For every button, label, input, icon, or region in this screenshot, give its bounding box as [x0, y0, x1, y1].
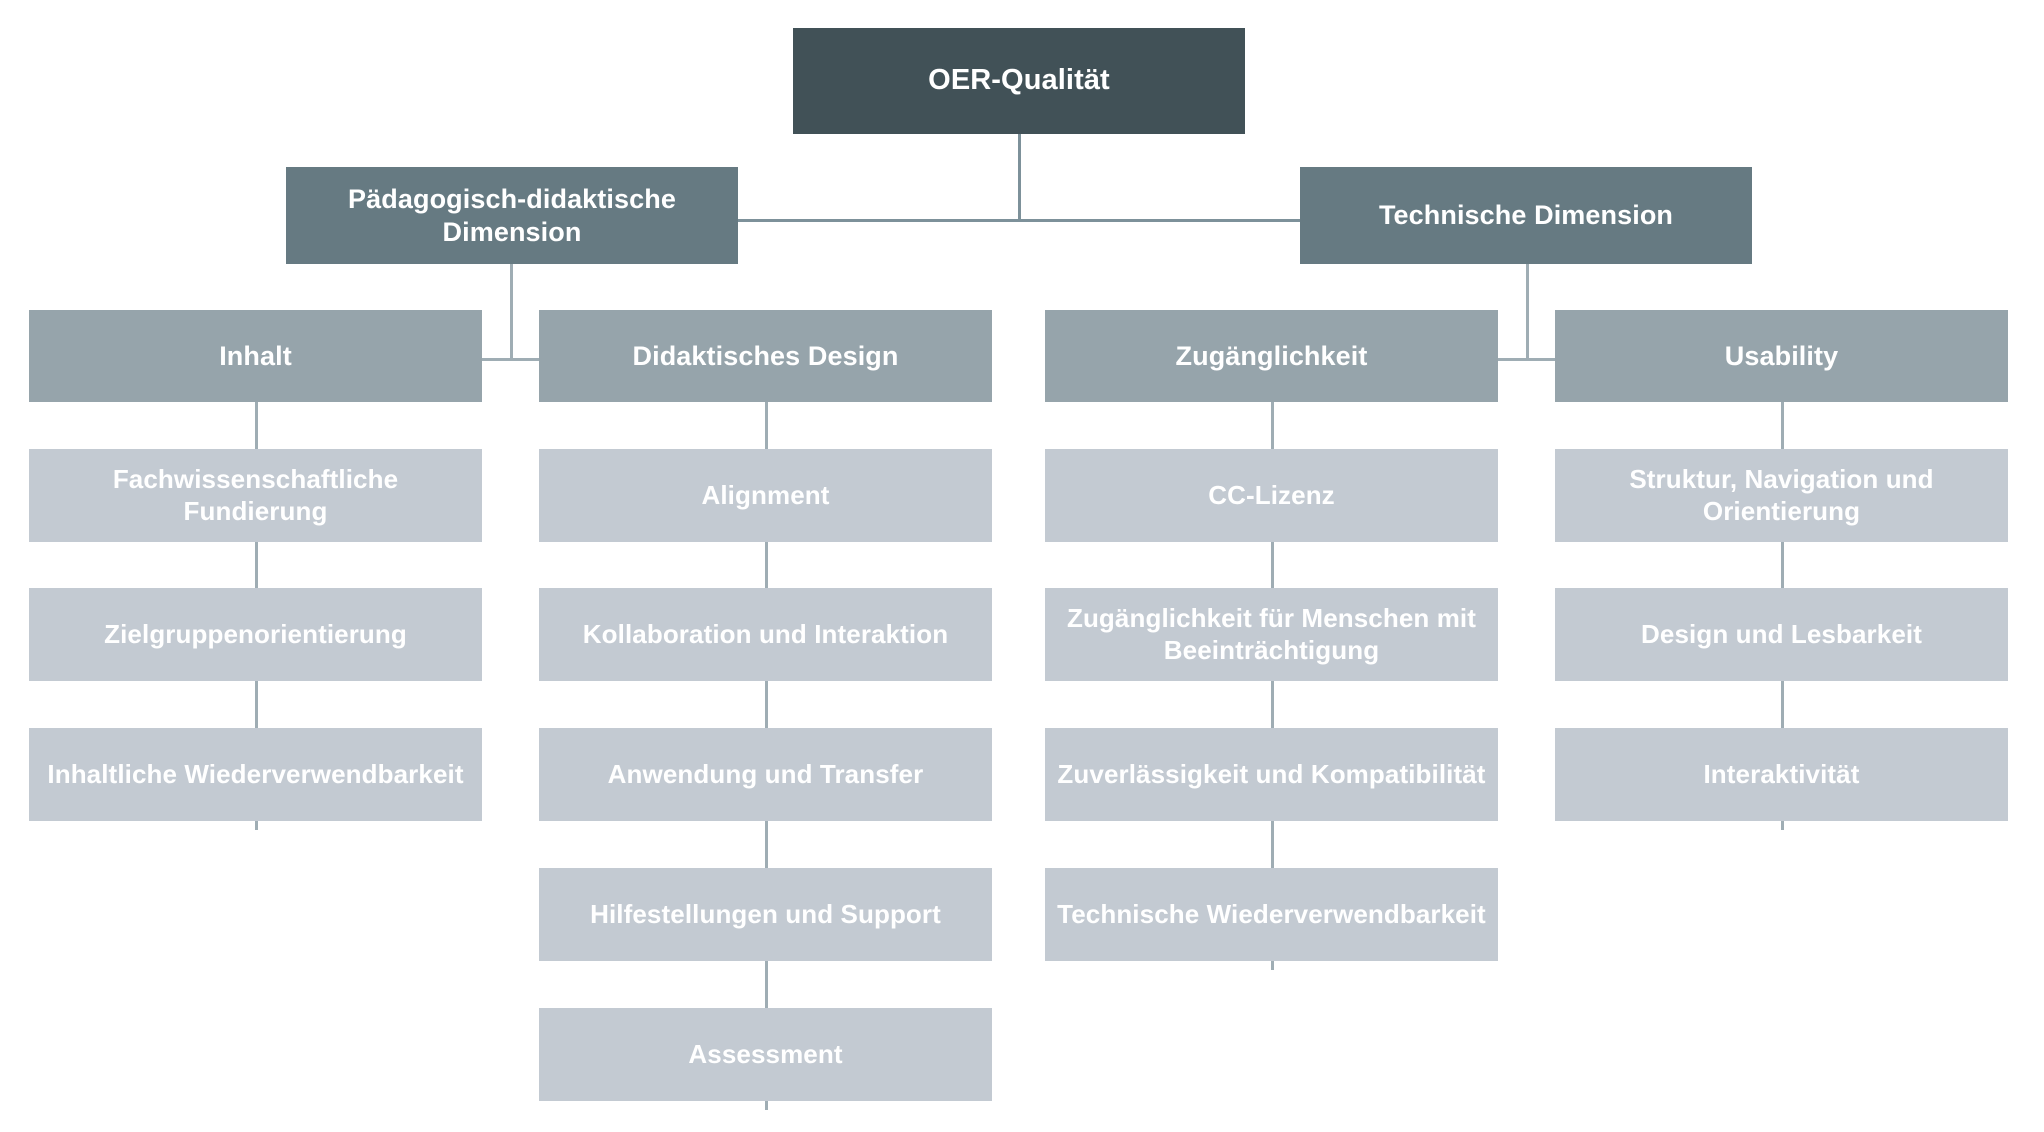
node-criterion-interaktivitaet[interactable]: Interaktivität — [1555, 728, 2008, 821]
node-criterion-fachwissenschaftliche-fundierung[interactable]: Fachwissenschaftliche Fundierung — [29, 449, 482, 542]
node-label: Design und Lesbarkeit — [1641, 618, 1922, 649]
node-root-oer-qualitaet[interactable]: OER-Qualität — [793, 28, 1245, 134]
node-criterion-struktur-navigation-und-orientierung[interactable]: Struktur, Navigation und Orientierung — [1555, 449, 2008, 542]
node-label: Inhaltliche Wiederverwendbarkeit — [47, 758, 464, 789]
node-label: Kollaboration und Interaktion — [582, 618, 949, 649]
connector-pedagogical-stem — [510, 264, 513, 360]
node-criterion-zuverlaessigkeit-und-kompatibilitaet[interactable]: Zuverlässigkeit und Kompatibilität — [1045, 728, 1498, 821]
node-criterion-alignment[interactable]: Alignment — [539, 449, 992, 542]
node-criterion-zielgruppenorientierung[interactable]: Zielgruppenorientierung — [29, 588, 482, 681]
node-label: CC-Lizenz — [1208, 479, 1335, 510]
connector-technical-children-bus — [1272, 358, 1782, 361]
node-category-zugaenglichkeit[interactable]: Zugänglichkeit — [1045, 310, 1498, 402]
node-label: Zugänglichkeit — [1175, 340, 1368, 371]
node-label: Zielgruppenorientierung — [104, 618, 407, 649]
node-criterion-zugaenglichkeit-fuer-menschen-mit-beeintraechtigung[interactable]: Zugänglichkeit für Menschen mit Beeinträ… — [1045, 588, 1498, 681]
node-criterion-technische-wiederverwendbarkeit[interactable]: Technische Wiederverwendbarkeit — [1045, 868, 1498, 961]
node-label: Pädagogisch-didaktische Dimension — [348, 183, 676, 247]
node-label: Alignment — [701, 479, 830, 510]
node-label: Zuverlässigkeit und Kompatibilität — [1057, 758, 1486, 789]
node-dimension-technisch[interactable]: Technische Dimension — [1300, 167, 1752, 264]
node-dimension-paedagogisch-didaktisch[interactable]: Pädagogisch-didaktische Dimension — [286, 167, 738, 264]
node-label: Interaktivität — [1703, 758, 1860, 789]
node-category-inhalt[interactable]: Inhalt — [29, 310, 482, 402]
node-label: Technische Dimension — [1378, 200, 1674, 231]
node-criterion-hilfestellungen-und-support[interactable]: Hilfestellungen und Support — [539, 868, 992, 961]
node-label: Didaktisches Design — [632, 340, 899, 371]
node-label: Technische Wiederverwendbarkeit — [1057, 898, 1486, 929]
node-label: Zugänglichkeit für Menschen mit Beeinträ… — [1066, 602, 1477, 665]
connector-didaktisches-design-spine — [765, 310, 768, 1110]
node-criterion-design-und-lesbarkeit[interactable]: Design und Lesbarkeit — [1555, 588, 2008, 681]
node-label: Fachwissenschaftliche Fundierung — [112, 463, 399, 526]
connector-usability-spine — [1781, 310, 1784, 830]
node-label: Usability — [1724, 340, 1839, 371]
node-label: Assessment — [688, 1038, 843, 1069]
node-criterion-assessment[interactable]: Assessment — [539, 1008, 992, 1101]
node-label: Hilfestellungen und Support — [590, 898, 941, 929]
node-label: OER-Qualität — [928, 64, 1110, 97]
node-criterion-kollaboration-und-interaktion[interactable]: Kollaboration und Interaktion — [539, 588, 992, 681]
node-category-didaktisches-design[interactable]: Didaktisches Design — [539, 310, 992, 402]
node-criterion-anwendung-und-transfer[interactable]: Anwendung und Transfer — [539, 728, 992, 821]
connector-root-stem — [1018, 134, 1021, 220]
node-criterion-cc-lizenz[interactable]: CC-Lizenz — [1045, 449, 1498, 542]
node-category-usability[interactable]: Usability — [1555, 310, 2008, 402]
node-criterion-inhaltliche-wiederverwendbarkeit[interactable]: Inhaltliche Wiederverwendbarkeit — [29, 728, 482, 821]
node-label: Anwendung und Transfer — [607, 758, 924, 789]
connector-pedagogical-children-bus — [256, 358, 766, 361]
node-label: Struktur, Navigation und Orientierung — [1629, 463, 1934, 526]
connector-technical-stem — [1526, 264, 1529, 360]
connector-inhalt-spine — [255, 310, 258, 830]
node-label: Inhalt — [219, 340, 292, 371]
connector-dimension-bus — [510, 219, 1526, 222]
